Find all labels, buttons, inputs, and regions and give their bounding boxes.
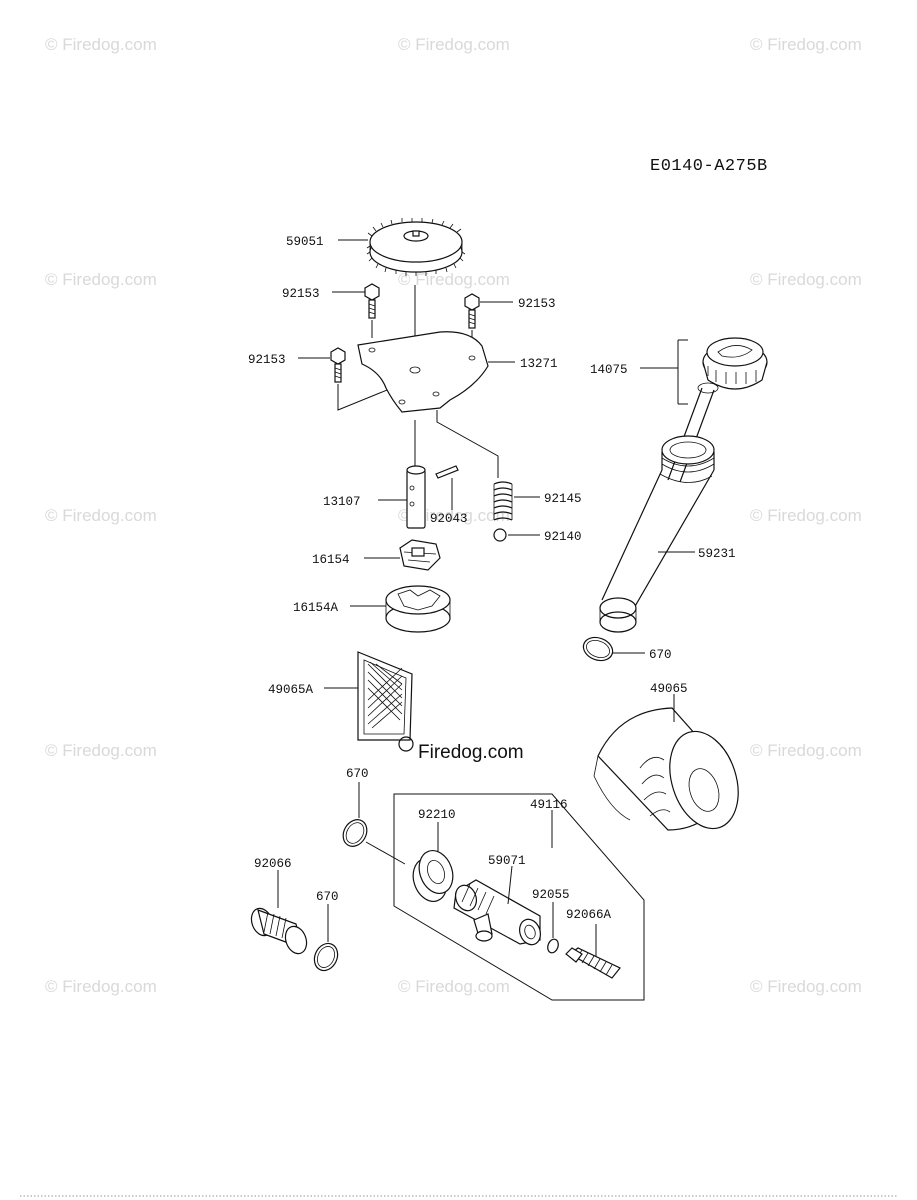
- label-92043: 92043: [430, 512, 468, 526]
- watermark-text: © Firedog.com: [45, 741, 157, 760]
- label-92153: 92153: [248, 353, 286, 367]
- watermark-text: © Firedog.com: [750, 741, 862, 760]
- label-16154A: 16154A: [293, 601, 339, 615]
- label-92153: 92153: [282, 287, 320, 301]
- label-14075: 14075: [590, 363, 628, 377]
- screen-part: 49065A: [268, 651, 413, 741]
- plate-part: 13271: [357, 331, 558, 413]
- bolt-part: 92153: [248, 347, 346, 383]
- watermark-text: © Firedog.com: [398, 35, 510, 54]
- watermark-text: © Firedog.com: [45, 506, 157, 525]
- label-92066: 92066: [254, 857, 292, 871]
- oring-part: 670: [342, 767, 406, 865]
- label-670: 670: [649, 648, 672, 662]
- center-watermark: Firedog.com: [398, 736, 524, 763]
- outer-rotor-part: 16154A: [293, 585, 451, 633]
- watermark-text: © Firedog.com: [750, 506, 862, 525]
- label-92055: 92055: [532, 888, 570, 902]
- plug-part: 92066: [250, 857, 308, 955]
- label-92153: 92153: [518, 297, 556, 311]
- label-49065A: 49065A: [268, 683, 314, 697]
- spring-part: 92145: [493, 481, 582, 521]
- label-49116: 49116: [530, 798, 568, 812]
- label-92210: 92210: [418, 808, 456, 822]
- watermark-text: © Firedog.com: [750, 270, 862, 289]
- bolt-part: 92153: [464, 293, 556, 329]
- ball-part: 92140: [493, 528, 582, 544]
- watermark-text: © Firedog.com: [45, 977, 157, 996]
- watermark-layer: © Firedog.com © Firedog.com © Firedog.co…: [45, 35, 862, 996]
- label-92140: 92140: [544, 530, 582, 544]
- filler-tube-part: 59231: [599, 435, 736, 633]
- gear-part: 59051: [286, 218, 466, 276]
- nut-part: 92210: [412, 808, 456, 902]
- bolt-part: 92153: [282, 283, 380, 319]
- label-670: 670: [316, 890, 339, 904]
- watermark-center-text: Firedog.com: [418, 742, 524, 763]
- pipe-part: 59071: [453, 854, 541, 946]
- plug-part: 92066A: [565, 908, 621, 979]
- label-59051: 59051: [286, 235, 324, 249]
- watermark-text: © Firedog.com: [750, 977, 862, 996]
- inner-rotor-part: 16154: [312, 539, 441, 571]
- watermark-text: © Firedog.com: [750, 35, 862, 54]
- shaft-part: 13107: [323, 465, 426, 529]
- label-670: 670: [346, 767, 369, 781]
- label-13271: 13271: [520, 357, 558, 371]
- oring-part: 670: [313, 890, 339, 972]
- label-59071: 59071: [488, 854, 526, 868]
- watermark-text: © Firedog.com: [45, 35, 157, 54]
- oring-part: 92055: [532, 888, 570, 954]
- watermark-text: © Firedog.com: [398, 506, 510, 525]
- oring-part: 670: [582, 636, 672, 662]
- label-49065: 49065: [650, 682, 688, 696]
- label-92066A: 92066A: [566, 908, 612, 922]
- pin-part: 92043: [430, 465, 468, 526]
- watermark-text: © Firedog.com: [45, 270, 157, 289]
- diagram-code: E0140-A275B: [650, 157, 768, 176]
- dipstick-cap-part: 14075: [590, 337, 768, 483]
- label-16154: 16154: [312, 553, 350, 567]
- label-92145: 92145: [544, 492, 582, 506]
- kit-bracket: 49116: [393, 793, 645, 1001]
- oil-filter-part: 49065: [593, 682, 739, 831]
- label-13107: 13107: [323, 495, 361, 509]
- watermark-text: © Firedog.com: [398, 977, 510, 996]
- label-59231: 59231: [698, 547, 736, 561]
